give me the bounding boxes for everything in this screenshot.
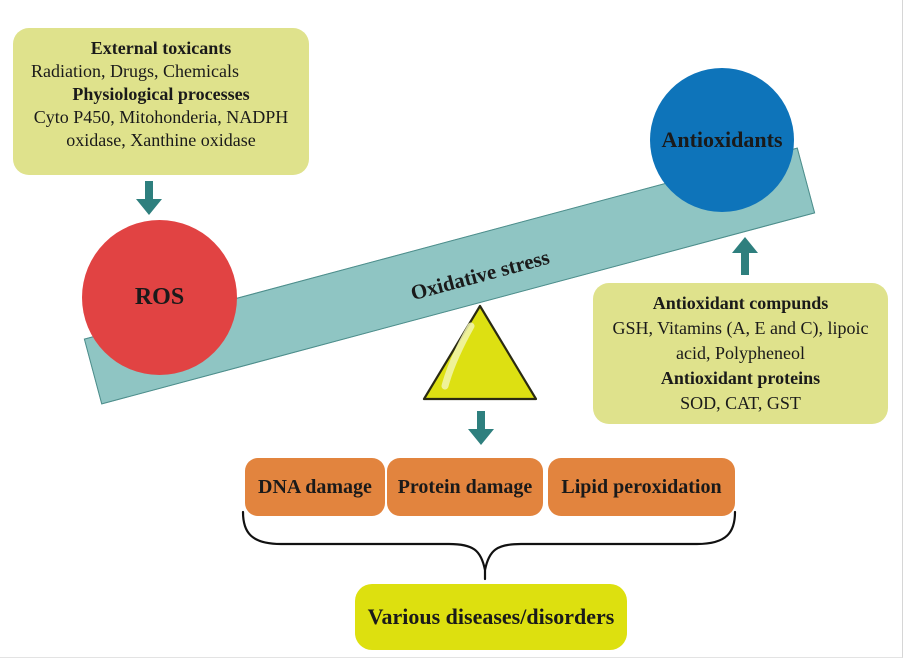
various-diseases-label: Various diseases/disorders	[367, 604, 615, 629]
dna-damage-label: DNA damage	[258, 475, 372, 498]
physiological-processes-title: Physiological processes	[72, 84, 250, 104]
fulcrum-triangle-icon	[422, 304, 538, 401]
protein-damage-box: Protein damage	[387, 458, 543, 516]
ros-label: ROS	[134, 284, 185, 310]
down-arrow-icon	[468, 411, 494, 445]
lipid-peroxidation-box: Lipid peroxidation	[548, 458, 735, 516]
physiological-processes-body: Cyto P450, Mitohonderia, NADPH oxidase, …	[33, 107, 289, 150]
antioxidants-circle: Antioxidants	[650, 68, 794, 212]
down-arrow-icon	[136, 181, 162, 215]
up-arrow-icon	[732, 237, 758, 275]
antioxidant-proteins-title: Antioxidant proteins	[660, 368, 821, 388]
external-toxicants-body: Radiation, Drugs, Chemicals	[31, 61, 239, 81]
ros-circle: ROS	[82, 220, 237, 375]
protein-damage-label: Protein damage	[397, 475, 533, 498]
lipid-peroxidation-label: Lipid peroxidation	[561, 475, 722, 498]
dna-damage-box: DNA damage	[245, 458, 385, 516]
antioxidant-compounds-body: GSH, Vitamins (A, E and C), lipoic acid,…	[612, 318, 869, 363]
antioxidant-proteins-body: SOD, CAT, GST	[680, 393, 801, 413]
antioxidant-compounds-box: Antioxidant compunds GSH, Vitamins (A, E…	[593, 283, 888, 424]
antioxidants-label: Antioxidants	[661, 127, 783, 152]
external-toxicants-title: External toxicants	[90, 38, 232, 58]
external-toxicants-box: External toxicants Radiation, Drugs, Che…	[13, 28, 309, 175]
various-diseases-box: Various diseases/disorders	[355, 584, 627, 650]
curly-brace-icon	[241, 510, 737, 581]
antioxidant-compounds-title: Antioxidant compunds	[652, 293, 829, 313]
